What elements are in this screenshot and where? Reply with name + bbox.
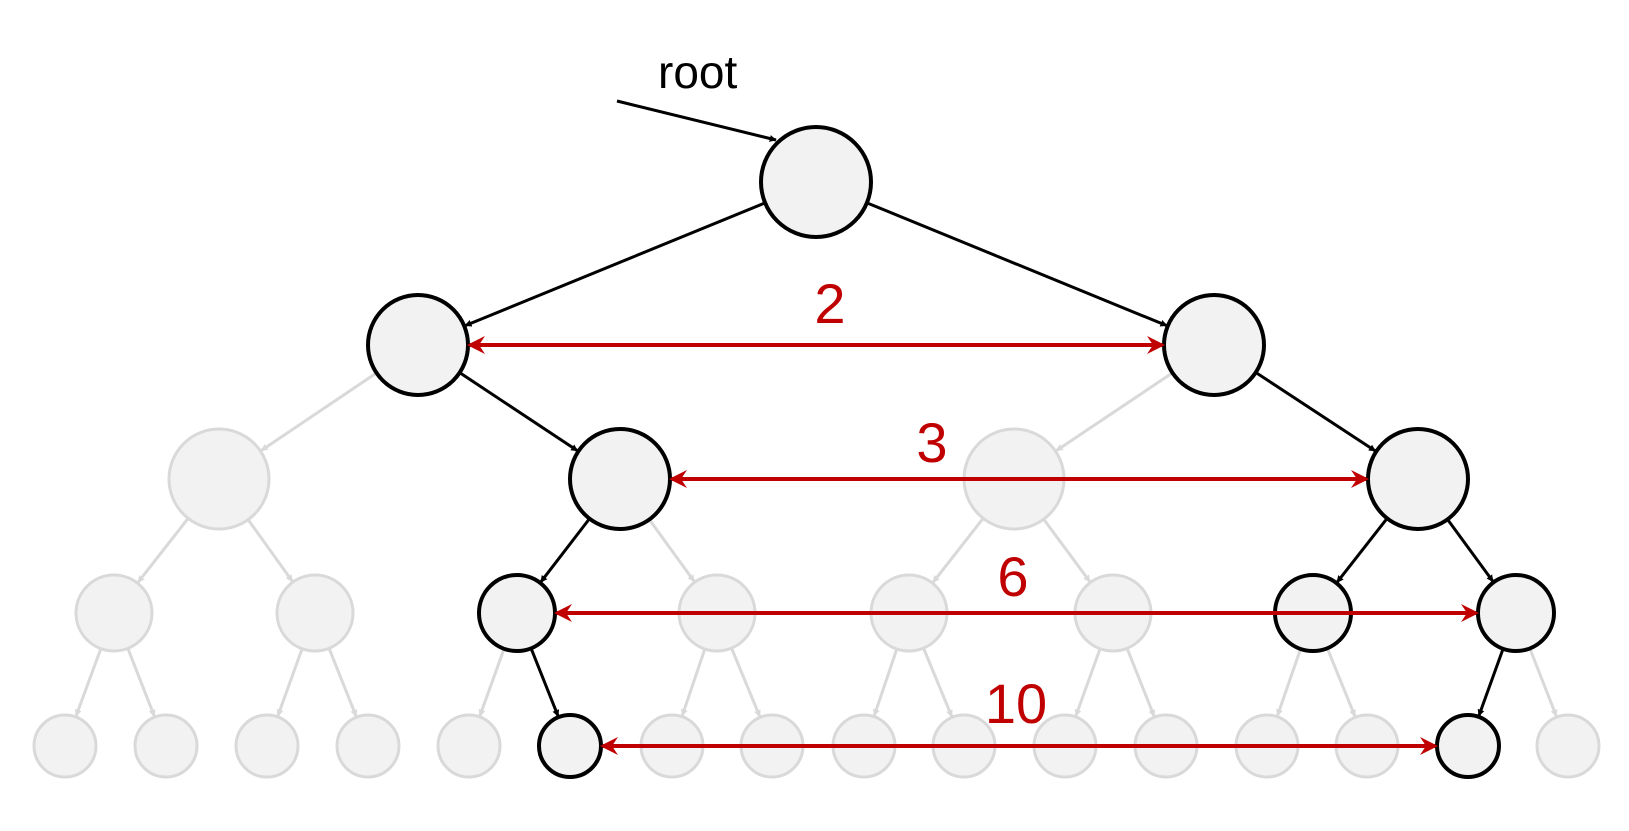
root-label: root: [658, 46, 737, 98]
tree-edge-2-0-0: [136, 517, 190, 584]
tree-node-2-0: [167, 427, 271, 531]
tree-node-4-4: [436, 713, 502, 779]
tree-node-4-0: [32, 713, 98, 779]
tree-edge-3-4-8: [872, 648, 899, 717]
distance-arrows: [467, 336, 1479, 755]
tree-node-0-0: [759, 125, 873, 239]
tree-edge-3-1-2: [276, 648, 304, 717]
tree-edge-3-1-3: [327, 647, 358, 717]
tree-node-4-2: [234, 713, 300, 779]
distance-label-3: 3: [916, 411, 947, 474]
tree-node-3-7: [1476, 573, 1556, 653]
tree-edge-2-1-3: [648, 518, 696, 583]
tree-edge-2-3-6: [1335, 517, 1389, 584]
tree-edge-2-2-4: [931, 517, 985, 584]
tree-node-3-1: [275, 573, 355, 653]
tree-node-3-0: [74, 573, 154, 653]
tree-edge-1-1-3: [1254, 371, 1377, 453]
distance-label-6: 6: [997, 545, 1028, 608]
tree-nodes: [32, 125, 1601, 779]
tree-node-4-14: [1435, 713, 1501, 779]
tree-edge-2-1-2: [539, 517, 591, 583]
distance-label-2: 2: [814, 272, 845, 335]
tree-edge-2-2-5: [1042, 518, 1092, 583]
tree-edge-3-6-13: [1325, 647, 1357, 717]
tree-edge-2-3-7: [1446, 518, 1495, 583]
tree-edge-3-2-5: [529, 647, 560, 717]
tree-node-2-3: [1366, 427, 1470, 531]
tree-node-4-3: [335, 713, 401, 779]
tree-node-1-1: [1162, 293, 1266, 397]
tree-node-4-1: [133, 713, 199, 779]
tree-edge-1-0-0: [260, 371, 378, 452]
tree-edge-3-0-0: [74, 648, 103, 717]
tree-node-3-2: [477, 573, 557, 653]
tree-edge-2-0-1: [246, 518, 294, 583]
tree-edge-3-0-1: [126, 647, 156, 717]
tree-edge-1-1-2: [1055, 371, 1174, 452]
tree-edge-3-7-14: [1477, 648, 1505, 717]
tree-edge-3-5-10: [1074, 648, 1102, 717]
tree-edge-3-3-6: [680, 648, 707, 717]
tree-node-2-1: [568, 427, 672, 531]
root-pointer-arrow: [616, 99, 777, 142]
tree-node-4-15: [1535, 713, 1601, 779]
tree-edge-3-4-9: [922, 647, 954, 718]
tree-node-4-5: [537, 713, 603, 779]
tree-edge-1-0-1: [458, 371, 579, 453]
tree-edge-3-6-12: [1276, 648, 1302, 717]
tree-edge-0-0-1: [866, 201, 1168, 328]
distance-label-10: 10: [985, 672, 1047, 735]
tree-edges: [74, 201, 1558, 718]
tree-edge-3-3-7: [730, 647, 762, 718]
tree-edge-3-2-4: [478, 648, 506, 717]
tree-node-1-0: [366, 293, 470, 397]
tree-edge-3-5-11: [1125, 647, 1156, 717]
tree-edge-0-0-0: [464, 201, 766, 328]
tree-edge-3-7-15: [1528, 647, 1558, 717]
